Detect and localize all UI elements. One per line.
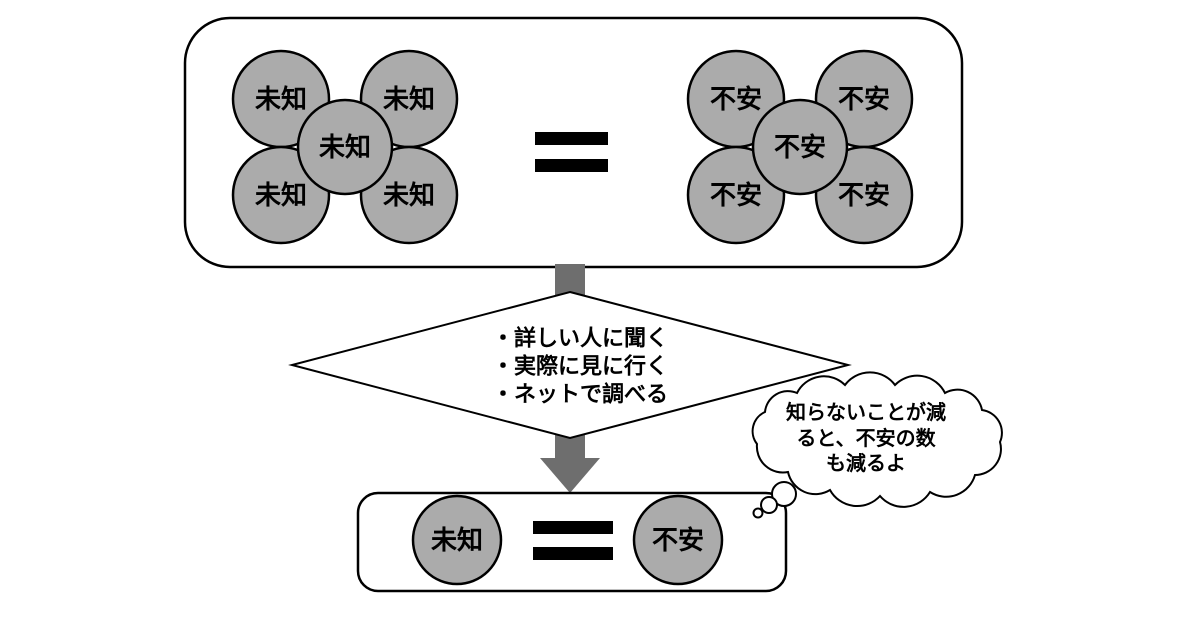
anxiety-cluster: 不安 不安 不安 不安 不安 [686,49,914,245]
thought-bubble-line: も減るよ [826,451,906,475]
anxiety-circle-label: 不安 [774,132,826,162]
anxiety-circle-label: 不安 [838,180,890,210]
thought-bubble: 知らないことが減 ると、不安の数 も減るよ [751,371,1003,519]
anxiety-circle-label: 不安 [710,180,762,210]
unknown-cluster: 未知 未知 未知 未知 未知 [231,49,459,245]
unknown-circle-small [411,494,503,586]
unknown-circle-label: 未知 [383,84,435,114]
thought-bubble-line: ると、不安の数 [796,426,936,450]
diamond-action-item: ・ネットで調べる [492,382,668,407]
unknown-circle-label: 未知 [255,84,307,114]
equals-bar [533,547,613,560]
anxiety-circle-label: 不安 [710,84,762,114]
thought-bubble-tail-large [771,481,797,507]
diamond-action-item: ・実際に見に行く [492,354,668,379]
anxiety-circle-small [632,494,724,586]
unknown-circle-small-label: 未知 [431,525,483,555]
equals-sign-bottom [533,521,613,560]
anxiety-circle-small-label: 不安 [652,525,704,555]
equals-bar [533,521,613,534]
bottom-equation: 未知 不安 [411,494,724,586]
actions-diamond [288,290,852,440]
thought-bubble-tail-small [752,507,764,519]
thought-bubble-cloud [751,371,1003,508]
anxiety-circle-center [751,98,849,196]
unknown-circle-label: 未知 [319,132,371,162]
unknown-circle-label: 未知 [383,180,435,210]
equals-bar [535,132,608,145]
thought-bubble-line: 知らないことが減 [786,400,946,424]
unknown-circle-label: 未知 [255,180,307,210]
equals-sign-top [535,132,608,172]
thought-bubble-tail-medium [760,496,778,514]
equals-bar [535,159,608,172]
actions-list: ・詳しい人に聞く ・実際に見に行く ・ネットで調べる [492,326,668,407]
diamond-action-item: ・詳しい人に聞く [492,326,668,351]
anxiety-circle-label: 不安 [838,84,890,114]
unknown-circle-center [296,98,394,196]
